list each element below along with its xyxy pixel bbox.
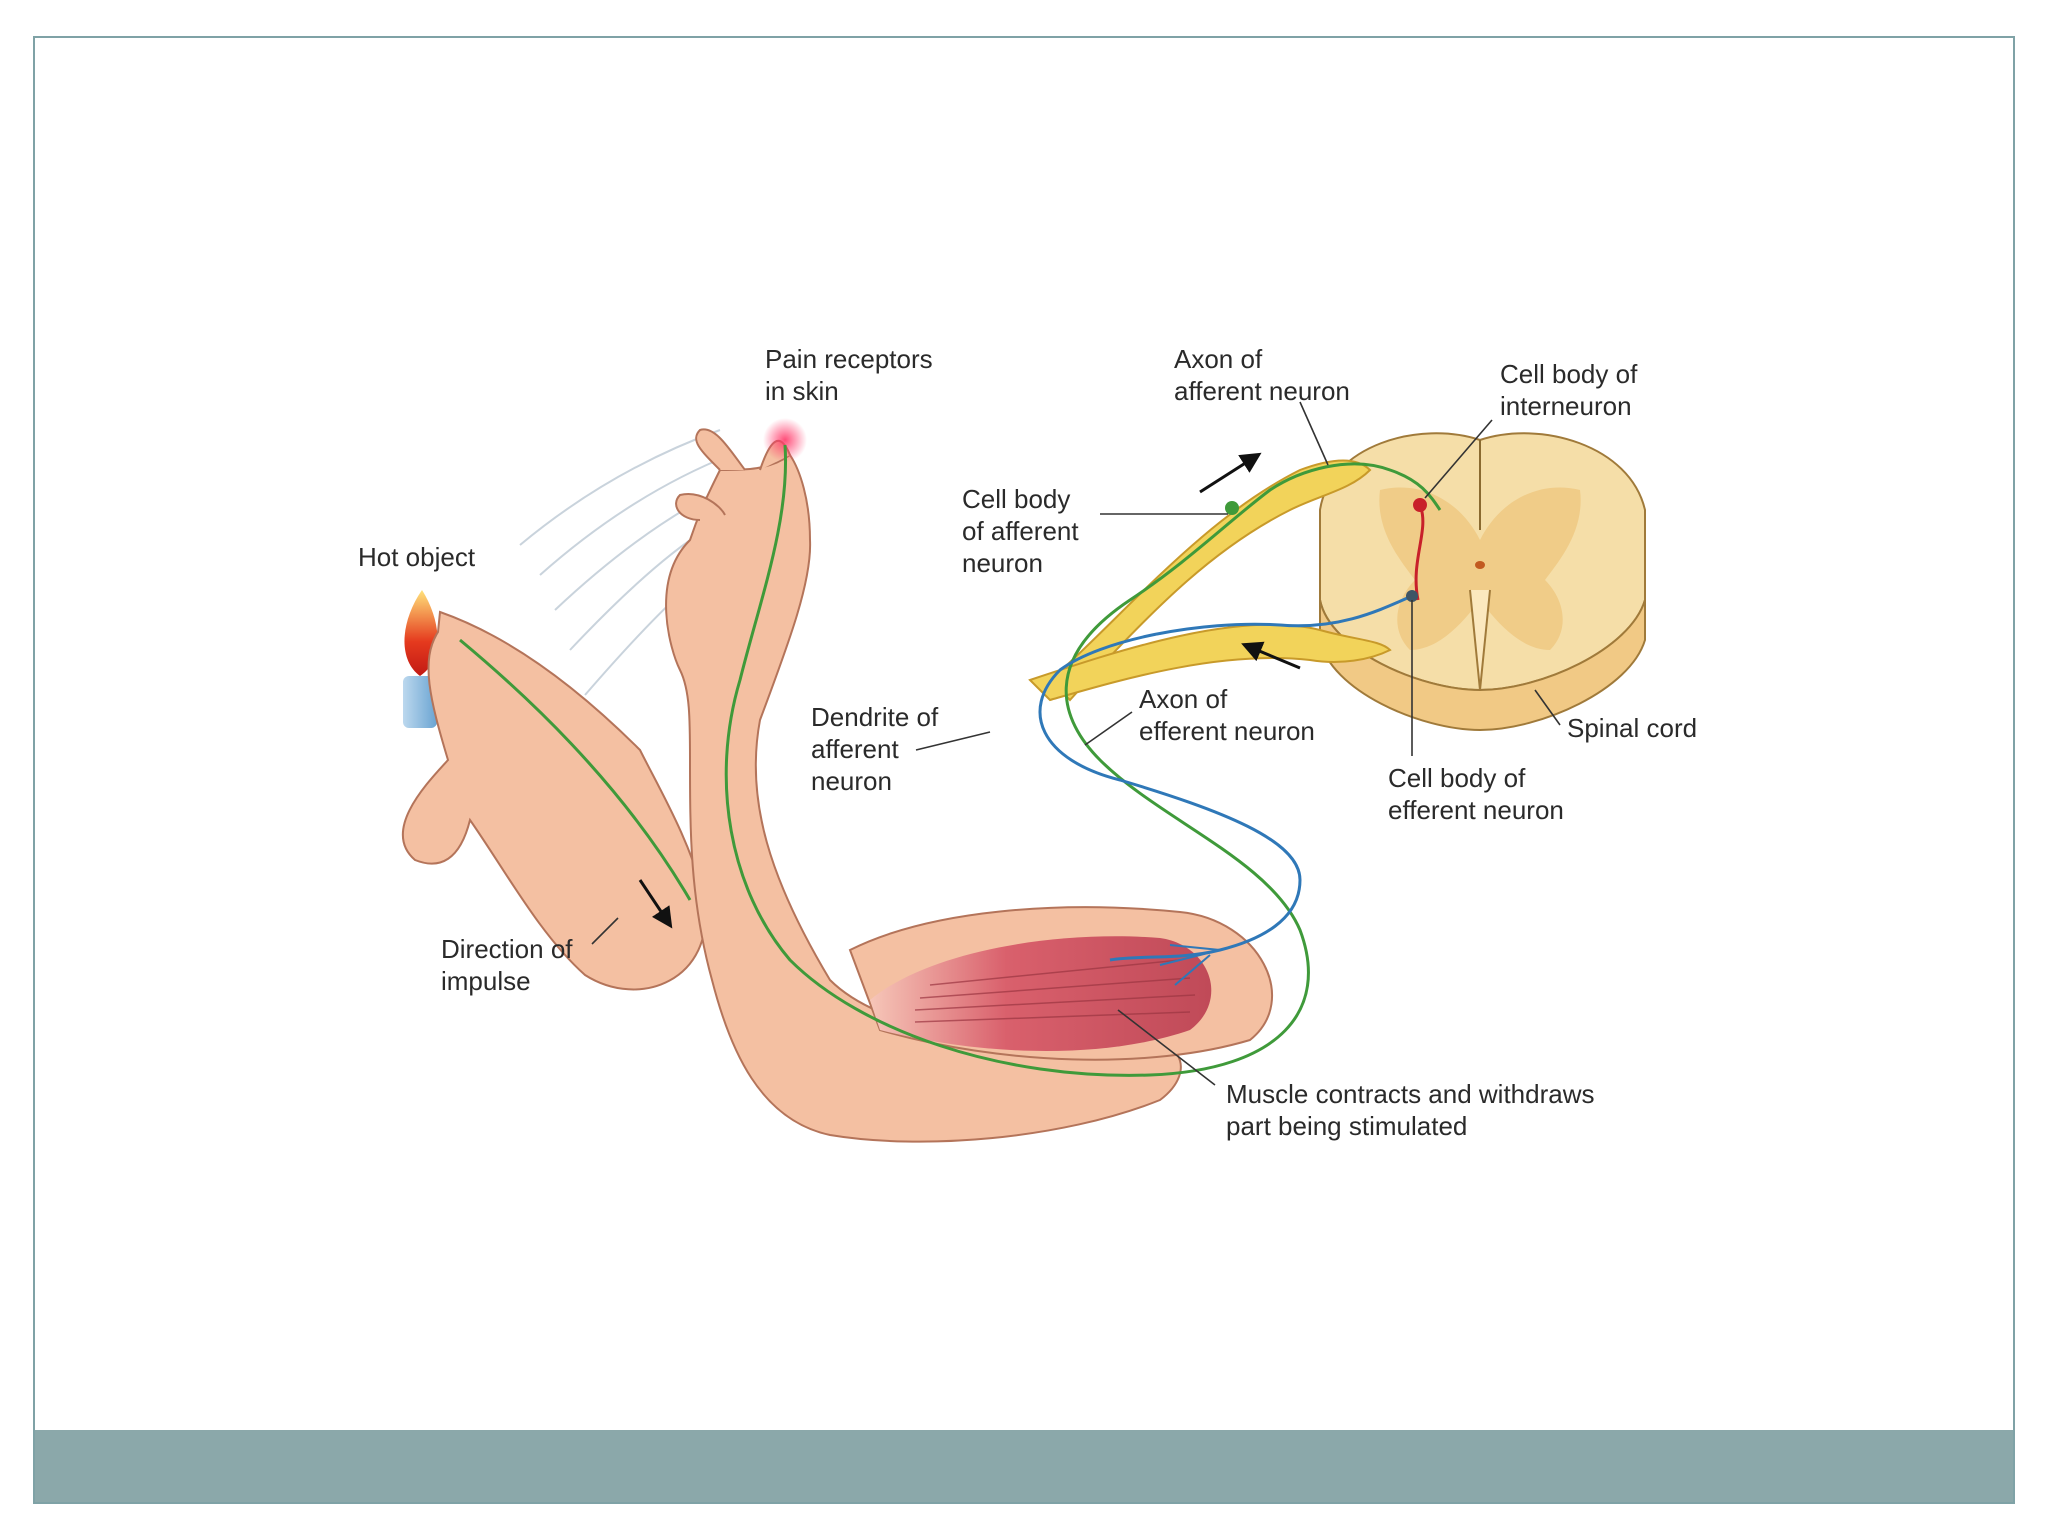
label-spinal-cord: Spinal cord [1567,713,1697,743]
efferent-cell-body [1406,590,1418,602]
label-pain-receptors: Pain receptors in skin [765,344,940,406]
label-dendrite-afferent: Dendrite of afferent neuron [811,702,945,796]
muscle-fibers [914,959,1196,1023]
interneuron [1414,504,1425,601]
slide [33,36,2015,1504]
nerve-root [1028,459,1392,702]
leader-lines [591,401,1561,1086]
spinal-cord [1319,432,1646,732]
interneuron-cell-body [1413,498,1427,512]
afferent-arrow [1199,452,1262,494]
impulse-arrow [638,879,673,929]
efferent-neuron [1038,594,1413,962]
label-axon-efferent: Axon of efferent neuron [1139,684,1315,746]
label-muscle-contracts: Muscle contracts and withdraws part bein… [1226,1079,1602,1141]
motor-endings [1159,944,1221,986]
label-cell-body-interneuron: Cell body of interneuron [1500,359,1645,421]
main-arm [665,428,1274,1143]
labels: Pain receptors in skin Hot object Axon o… [358,344,1697,1141]
afferent-neuron [724,444,1442,1077]
label-cell-body-efferent: Cell body of efferent neuron [1388,763,1564,825]
first-arm [401,610,707,991]
afferent-cell-body [1225,501,1239,515]
label-cell-body-afferent: Cell body of afferent neuron [962,484,1086,578]
efferent-arrow [1241,641,1301,670]
pain-receptor-glow [763,418,807,462]
footer-band [35,1430,2013,1502]
label-axon-afferent: Axon of afferent neuron [1174,344,1350,406]
label-hot-object: Hot object [358,542,476,572]
label-direction-impulse: Direction of impulse [441,934,580,996]
